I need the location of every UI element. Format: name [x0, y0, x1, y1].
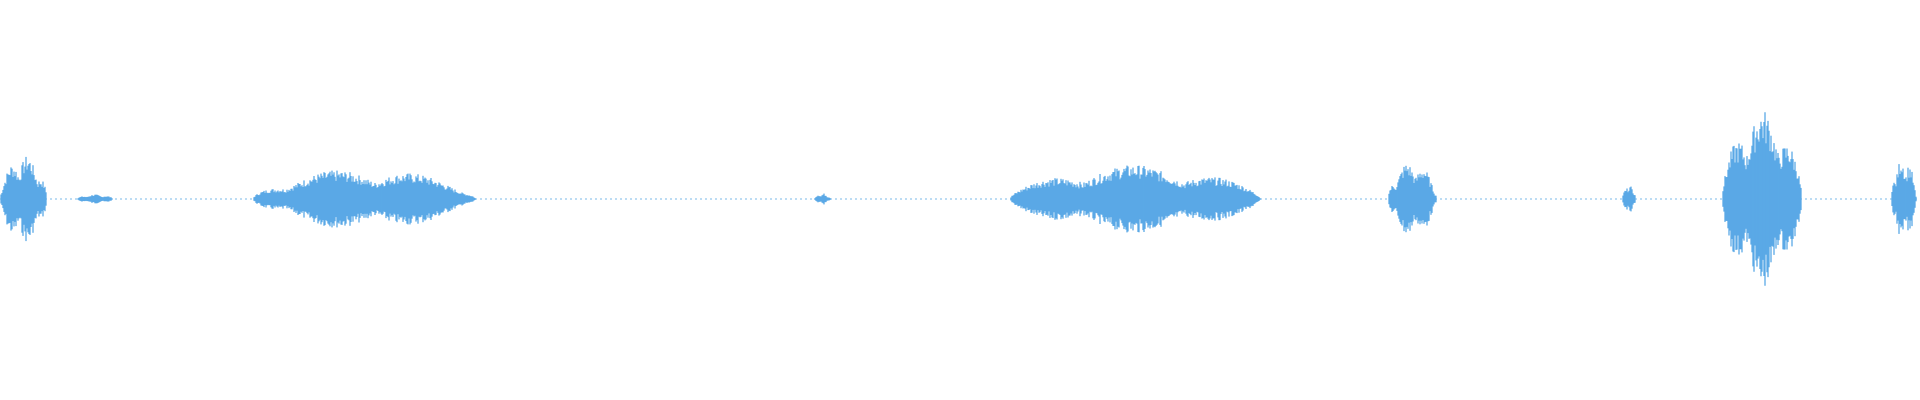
waveform-segment — [0, 156, 47, 242]
waveform-segment — [1388, 165, 1437, 233]
waveform-segment — [1010, 165, 1261, 233]
waveform-segment — [814, 193, 831, 205]
waveform-segment — [77, 194, 113, 204]
waveform-body — [0, 112, 1917, 286]
waveform-segment — [1891, 164, 1917, 234]
waveform-segment — [1722, 112, 1802, 286]
waveform-segment — [1622, 186, 1636, 212]
waveform-segment — [253, 170, 476, 228]
